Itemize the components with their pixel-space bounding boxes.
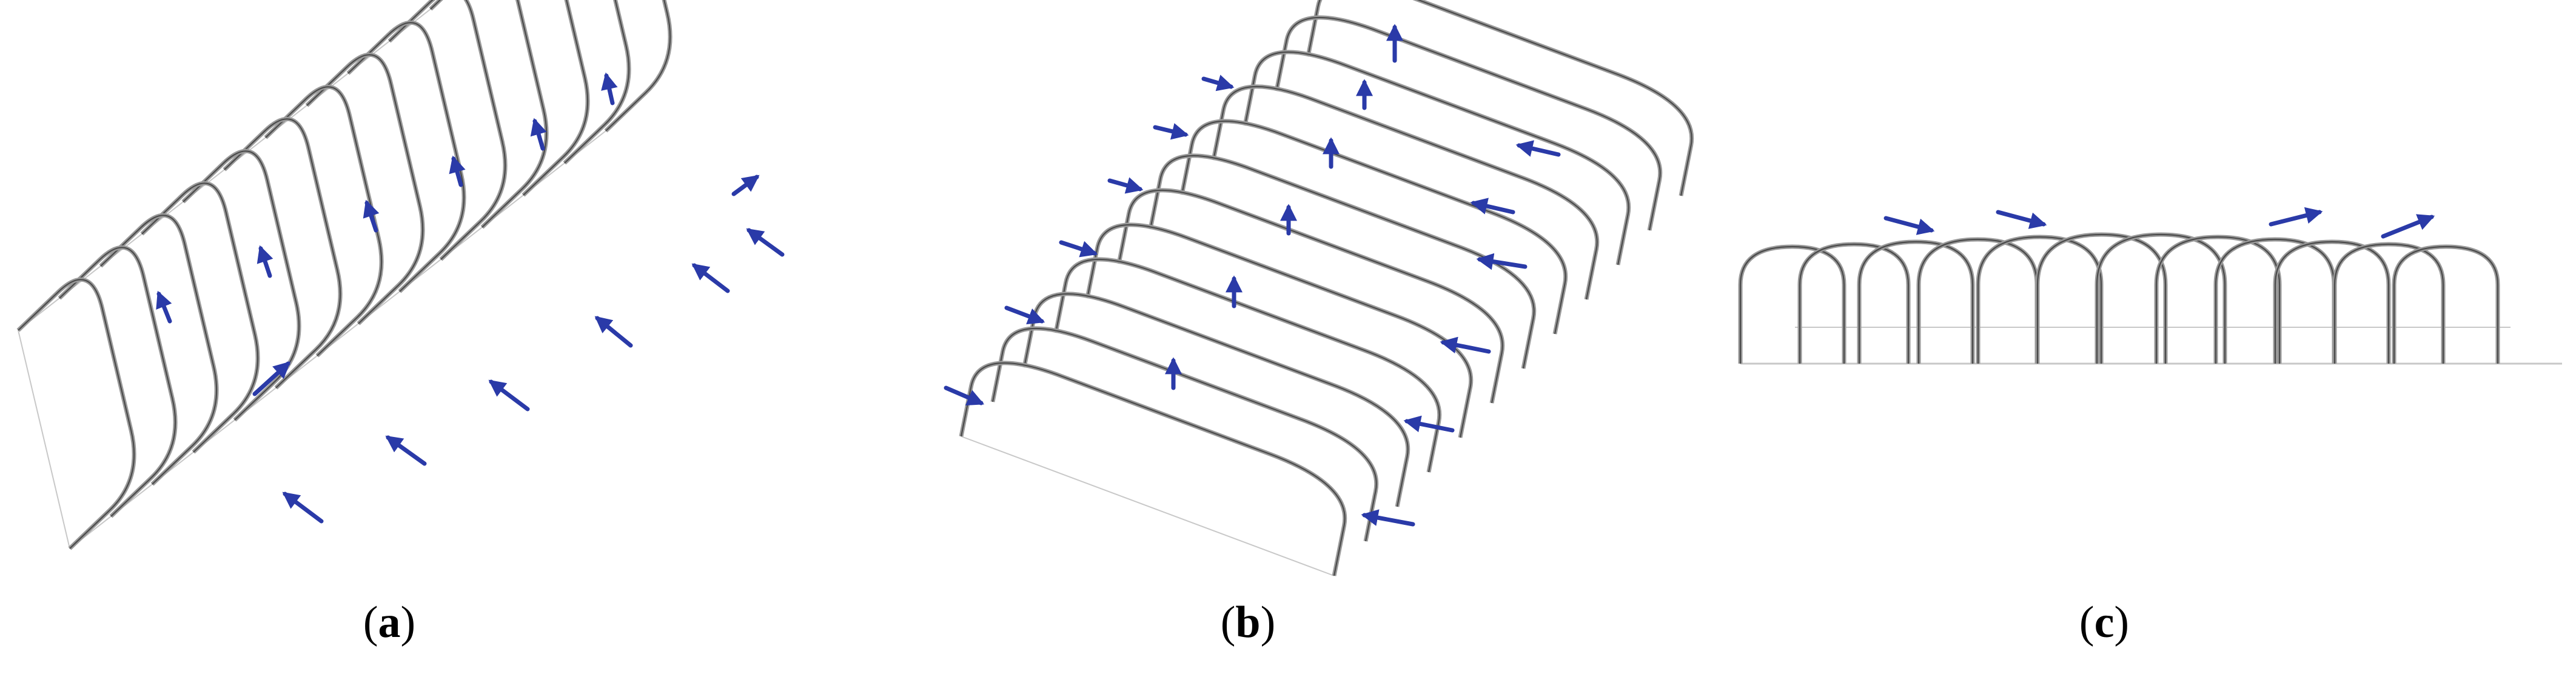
wind-pressure-arrow xyxy=(252,361,291,396)
arch-tube xyxy=(522,0,590,197)
arch-tube xyxy=(1857,239,1975,364)
arch-tube xyxy=(1053,257,1442,473)
arch-tube xyxy=(1916,237,2039,364)
base-line xyxy=(18,330,70,549)
panel-b-diagram xyxy=(944,0,1694,576)
wind-pressure-arrow xyxy=(449,155,466,187)
arch-tube xyxy=(16,277,136,550)
wind-pressure-arrow xyxy=(257,245,273,278)
arch-tube xyxy=(1797,242,1911,364)
wind-pressure-arrow xyxy=(691,263,730,293)
wind-pressure-arrow xyxy=(1107,177,1144,194)
wind-pressure-arrow xyxy=(731,175,760,196)
arch-tube xyxy=(1738,244,1846,364)
wind-pressure-arrow xyxy=(1059,240,1098,258)
arch-tube xyxy=(1179,119,1568,335)
panel-a-diagram xyxy=(16,0,785,550)
wind-pressure-arrow xyxy=(385,435,427,466)
wind-pressure-arrow xyxy=(530,118,547,151)
arch-tube xyxy=(264,84,384,358)
arch-tube xyxy=(429,0,549,229)
wind-pressure-arrow xyxy=(488,379,530,412)
wind-pressure-arrow xyxy=(1403,415,1455,433)
wind-pressure-arrow xyxy=(1515,140,1561,157)
arch-tube xyxy=(563,0,631,165)
arch-tube xyxy=(959,361,1347,576)
wind-pressure-arrow xyxy=(1470,198,1515,215)
arch-tube xyxy=(2213,237,2336,364)
arch-tube xyxy=(1148,153,1537,369)
arch-tube xyxy=(1306,0,1694,196)
wind-pressure-arrow xyxy=(1153,123,1189,140)
arch-tube xyxy=(2154,235,2282,364)
wind-pressure-arrow xyxy=(746,228,785,257)
arch-tube xyxy=(1211,84,1600,300)
wind-pressure-arrow xyxy=(1440,336,1491,354)
wind-pressure-arrow xyxy=(1883,216,1935,235)
arch-tube xyxy=(1976,235,2104,364)
arch-tube xyxy=(2332,242,2446,364)
panel-c-diagram xyxy=(1738,207,2562,365)
wind-pressure-arrow xyxy=(2381,214,2435,239)
wind-pressure-arrow xyxy=(1004,305,1045,325)
arch-tube xyxy=(2273,239,2391,364)
arch-tube xyxy=(604,0,673,133)
arch-tube xyxy=(990,326,1379,542)
wind-pressure-arrow xyxy=(2269,207,2323,227)
arch-tube xyxy=(1085,222,1474,438)
arch-tube xyxy=(223,116,343,390)
arch-tube xyxy=(305,52,425,325)
wind-pressure-arrow xyxy=(1361,509,1415,527)
arch-tube xyxy=(140,181,260,454)
base-line xyxy=(961,436,1335,576)
wind-pressure-arrow xyxy=(156,290,172,324)
arch-tube xyxy=(1243,50,1631,265)
arch-tube xyxy=(1274,15,1663,231)
arch-tube xyxy=(58,245,178,518)
arch-tube xyxy=(2095,232,2227,364)
wind-pressure-arrow xyxy=(594,316,633,348)
wind-pressure-arrow xyxy=(1996,210,2047,229)
wind-pressure-arrow xyxy=(1201,75,1235,92)
panel-label-b: (b) xyxy=(1220,598,1276,647)
wind-pressure-arrow xyxy=(944,385,985,405)
wind-pressure-arrow xyxy=(601,72,618,105)
wind-pressure-arrow xyxy=(282,492,324,524)
arch-tube xyxy=(387,0,508,261)
panel-label-a: (a) xyxy=(363,598,416,647)
wind-pressure-arrow xyxy=(1476,253,1528,270)
wind-pressure-arrow xyxy=(363,199,380,233)
panel-label-c: (c) xyxy=(2079,598,2130,647)
arch-tube xyxy=(2392,244,2500,364)
arch-tube xyxy=(1116,188,1505,404)
arch-tube xyxy=(99,213,219,486)
arch-tube xyxy=(1022,292,1410,507)
base-line xyxy=(18,0,443,331)
